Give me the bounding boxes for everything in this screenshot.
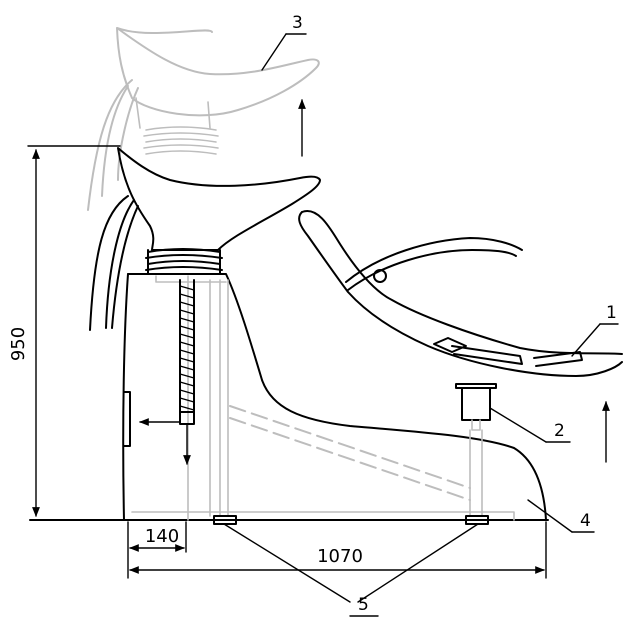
pedestal-body — [29, 273, 549, 521]
callout-3-label: 3 — [292, 13, 303, 33]
feet — [213, 515, 489, 603]
callout-1: 1 — [571, 303, 619, 357]
offset-dimension-label: 140 — [145, 526, 179, 547]
height-dimension-label: 950 — [8, 327, 29, 361]
callout-5: 5 — [349, 595, 379, 617]
motion-arrows — [298, 99, 610, 463]
dimension-height: 950 — [8, 145, 121, 517]
callout-2: 2 — [489, 407, 571, 443]
chair-back — [298, 210, 623, 377]
callout-4-label: 4 — [580, 511, 591, 531]
dimension-length: 1070 — [129, 521, 547, 579]
callout-2-label: 2 — [554, 421, 565, 441]
basin — [89, 147, 321, 331]
callout-5-label: 5 — [358, 595, 369, 615]
callout-4: 4 — [527, 499, 595, 533]
callout-3: 3 — [261, 13, 307, 71]
dimension-offset: 140 — [127, 521, 187, 579]
length-dimension-label: 1070 — [317, 546, 363, 567]
foot-control — [455, 383, 497, 431]
lift-screw — [139, 279, 195, 465]
callout-1-label: 1 — [606, 303, 617, 323]
internal-frame-ghost — [131, 275, 515, 521]
raised-basin-ghost — [87, 27, 320, 211]
